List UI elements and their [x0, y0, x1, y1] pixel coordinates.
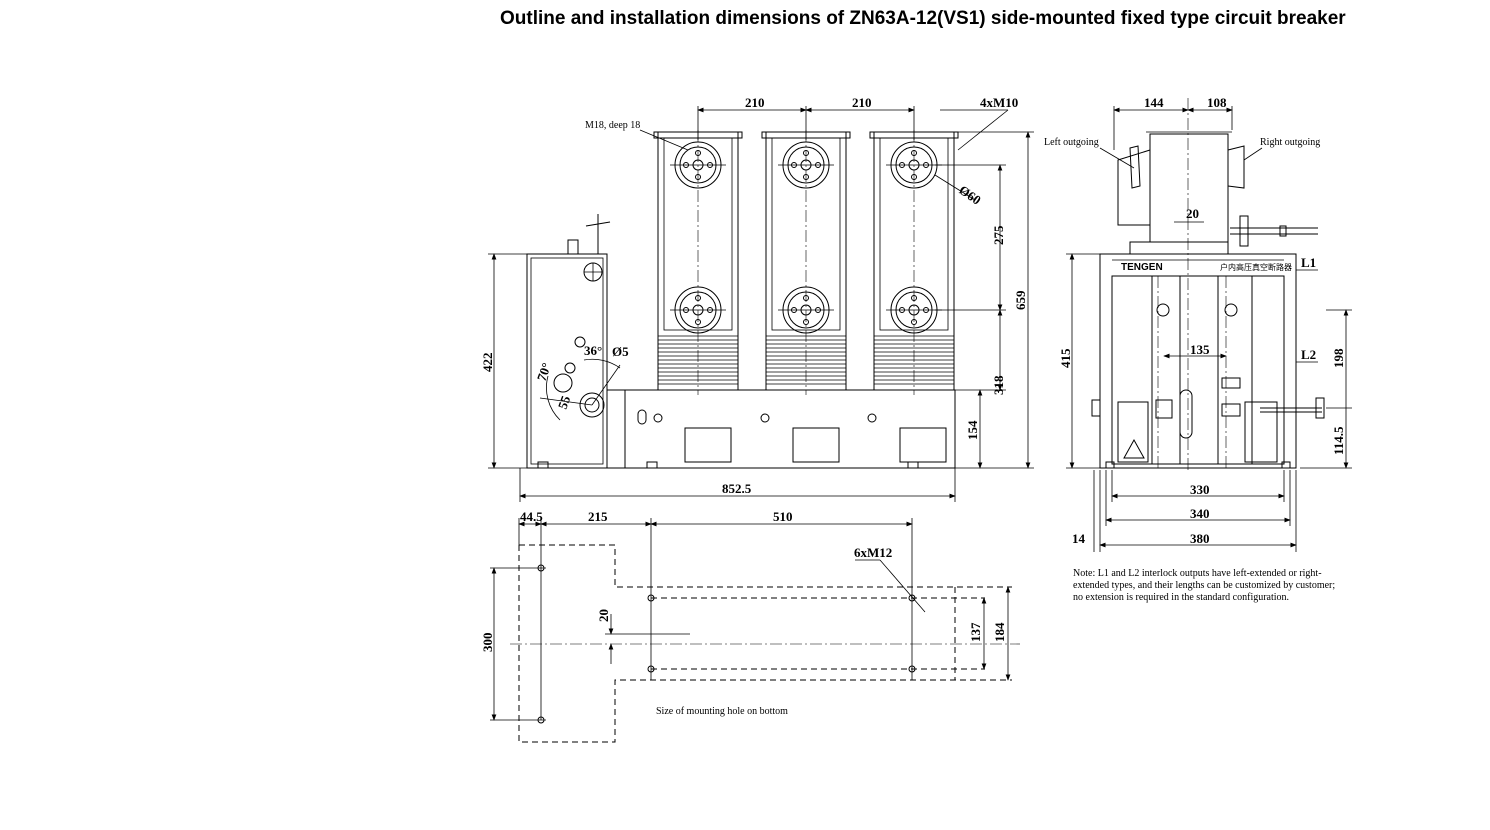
pole-3 — [869, 130, 959, 395]
drawing-title: Outline and installation dimensions of Z… — [500, 8, 1346, 29]
dim-6xm12: 6xM12 — [854, 545, 892, 560]
note-line-2: extended types, and their lengths can be… — [1073, 580, 1335, 591]
dim-20-mount: 20 — [596, 609, 611, 622]
dim-510: 510 — [773, 509, 793, 524]
label-left-outgoing: Left outgoing — [1044, 137, 1099, 148]
dim-137: 137 — [968, 622, 983, 642]
dim-36deg: 36° — [584, 343, 602, 358]
dim-215: 215 — [588, 509, 608, 524]
label-l2: L2 — [1301, 347, 1316, 362]
dim-108: 108 — [1207, 95, 1227, 110]
brand-label: TENGEN — [1121, 262, 1163, 273]
label-m18: M18, deep 18 — [585, 120, 640, 131]
mounting-hole-2 — [537, 716, 545, 724]
mounting-caption: Size of mounting hole on bottom — [656, 706, 788, 717]
dim-d5: Ø5 — [612, 344, 629, 359]
label-right-outgoing: Right outgoing — [1260, 137, 1320, 148]
mounting-hole-6 — [908, 665, 916, 673]
mounting-hole-1 — [537, 564, 545, 572]
dim-154: 154 — [965, 420, 980, 440]
pole-1 — [653, 130, 743, 395]
mounting-hole-3 — [647, 594, 655, 602]
dim-135: 135 — [1190, 342, 1210, 357]
dim-380: 380 — [1190, 531, 1210, 546]
dim-300: 300 — [480, 633, 495, 653]
dim-415: 415 — [1058, 348, 1073, 368]
dim-14: 14 — [1072, 531, 1086, 546]
dim-70deg: 70° — [534, 361, 554, 383]
dim-4xm10: 4xM10 — [980, 95, 1018, 110]
dim-144: 144 — [1144, 95, 1164, 110]
dim-659: 659 — [1013, 290, 1028, 310]
note-block: Note: L1 and L2 interlock outputs have l… — [1073, 568, 1335, 603]
dim-852-5: 852.5 — [722, 481, 752, 496]
pole-2 — [761, 130, 851, 395]
dim-184: 184 — [992, 622, 1007, 642]
dim-d60: Ø60 — [956, 182, 984, 208]
dim-114-5: 114.5 — [1331, 426, 1346, 455]
dim-198: 198 — [1331, 348, 1346, 368]
mounting-hole-view: 44.5 215 510 6xM12 20 300 137 184 Size o… — [480, 509, 1020, 743]
side-view: TENGEN 户内高压真空断路器 144 108 20 135 415 330 … — [1044, 95, 1352, 552]
dim-210-left: 210 — [745, 95, 765, 110]
dim-422: 422 — [480, 353, 495, 373]
mounting-hole-5 — [908, 594, 916, 602]
note-line-3: no extension is required in the standard… — [1073, 592, 1289, 603]
dim-275: 275 — [991, 225, 1006, 245]
mounting-hole-4 — [647, 665, 655, 673]
front-view: 210 210 4xM10 M18, deep 18 Ø60 275 659 3… — [480, 95, 1034, 502]
dim-55: 55 — [555, 393, 574, 411]
nameplate-label: 户内高压真空断路器 — [1220, 262, 1292, 272]
dim-44-5: 44.5 — [520, 509, 543, 524]
dim-20-side: 20 — [1186, 206, 1199, 221]
note-line-1: Note: L1 and L2 interlock outputs have l… — [1073, 568, 1322, 579]
label-l1: L1 — [1301, 255, 1316, 270]
dim-318: 318 — [991, 375, 1006, 395]
dim-340: 340 — [1190, 506, 1210, 521]
dim-210-right: 210 — [852, 95, 872, 110]
dim-330: 330 — [1190, 482, 1210, 497]
